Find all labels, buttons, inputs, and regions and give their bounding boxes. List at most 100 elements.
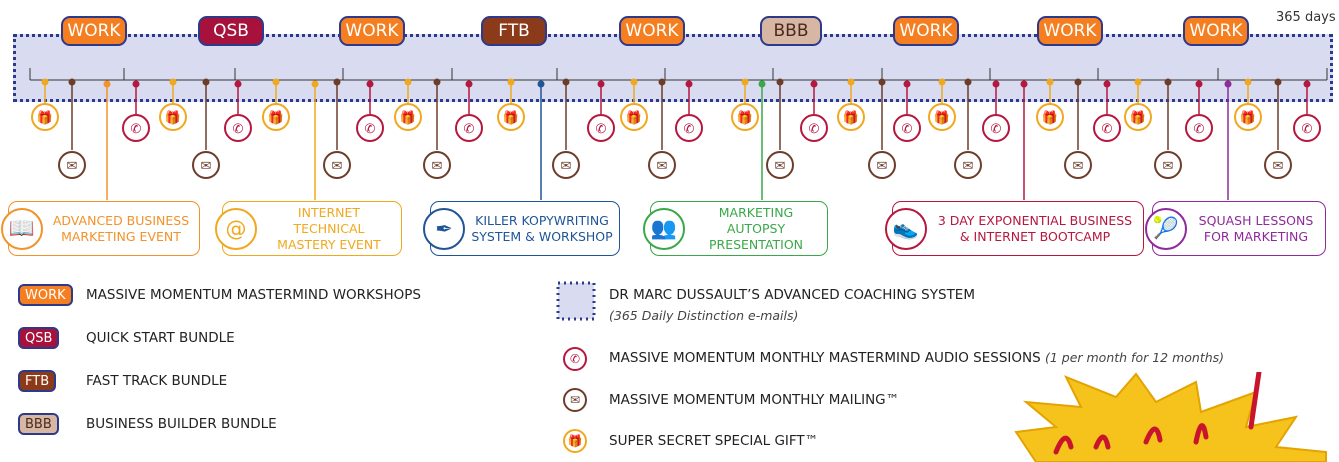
phone-dot	[234, 80, 242, 88]
badge-work: WORK	[1037, 16, 1103, 46]
gift-dot	[404, 78, 412, 86]
badge-work: WORK	[619, 16, 685, 46]
legend-label: QUICK START BUNDLE	[86, 330, 235, 346]
mail-icon-glyph: ✉	[561, 159, 572, 174]
mail-icon	[423, 151, 451, 179]
gift-icon: 🎁	[563, 429, 587, 453]
timeline-svg: 🎁🎁🎁🎁🎁🎁🎁🎁🎁🎁🎁🎁✉✉✉✉✉✉✉✉✉✉✉✉✆✆✆✆✆✆✆✆✆✆✆✆	[29, 68, 1328, 200]
gift-icon-glyph: 🎁	[503, 110, 519, 126]
phone-icon-glyph: ✆	[1194, 122, 1205, 137]
mail-icon-glyph: ✉	[332, 159, 343, 174]
mail-icon	[766, 151, 794, 179]
event-dot	[1224, 80, 1232, 88]
phone-icon	[1093, 114, 1121, 142]
phone-icon	[982, 114, 1010, 142]
mail-icon	[648, 151, 676, 179]
phone-icon	[1185, 114, 1213, 142]
coaching-legend-label: DR MARC DUSSAULT’S ADVANCED COACHING SYS…	[609, 287, 975, 303]
coaching-legend-note: (365 Daily Distinction e-mails)	[609, 308, 799, 323]
gift-dot	[507, 78, 515, 86]
phone-icon-glyph: ✆	[684, 122, 695, 137]
mail-dot	[1164, 78, 1172, 86]
badge-work: WORK	[339, 16, 405, 46]
book-icon: 📖	[1, 207, 43, 250]
mailing-legend-label: MASSIVE MOMENTUM MONTHLY MAILING™	[609, 392, 900, 408]
phone-icon	[800, 114, 828, 142]
gift-icon	[497, 103, 525, 131]
mail-icon	[1064, 151, 1092, 179]
racket-icon: 🎾	[1145, 207, 1187, 250]
event-label: 3 DAY EXPONENTIAL BUSINESS& INTERNET BOO…	[937, 212, 1133, 244]
event-dot	[1020, 80, 1028, 88]
gift-icon	[731, 103, 759, 131]
mail-icon	[868, 151, 896, 179]
phone-icon	[122, 114, 150, 142]
phone-icon-glyph: ✆	[233, 122, 244, 137]
gift-icon	[31, 103, 59, 131]
mail-icon	[323, 151, 351, 179]
gift-icon-glyph: 🎁	[268, 110, 284, 126]
badge-ftb: FTB	[481, 16, 547, 46]
phone-dot	[465, 80, 473, 88]
gift-icon-glyph: 🎁	[1240, 110, 1256, 126]
phone-icon-glyph: ✆	[365, 122, 376, 137]
gift-dot	[1244, 78, 1252, 86]
phone-icon	[893, 114, 921, 142]
event-box: 👟 3 DAY EXPONENTIAL BUSINESS& INTERNET BO…	[885, 201, 1144, 256]
gift-dot	[41, 78, 49, 86]
mail-icon-glyph: ✉	[775, 159, 786, 174]
legend-badge-bbb: BBB	[18, 413, 59, 435]
phone-dot	[366, 80, 374, 88]
phone-icon	[1293, 114, 1321, 142]
legend-badge-work: WORK	[18, 284, 73, 306]
gift-icon-glyph: 🎁	[737, 110, 753, 126]
badge-work: WORK	[61, 16, 127, 46]
gift-dot	[1134, 78, 1142, 86]
mail-dot	[333, 78, 341, 86]
mail-icon: ✉	[563, 388, 587, 412]
phone-icon	[224, 114, 252, 142]
phone-icon: ✆	[563, 347, 587, 371]
gift-icon	[928, 103, 956, 131]
gift-dot	[272, 78, 280, 86]
gift-icon-glyph: 🎁	[1130, 110, 1146, 126]
gift-icon	[1124, 103, 1152, 131]
phone-dot	[1103, 80, 1111, 88]
gift-dot	[847, 78, 855, 86]
phone-icon-glyph: ✆	[902, 122, 913, 137]
people-icon: 👥	[643, 207, 685, 250]
pen-icon: ✒	[423, 207, 465, 250]
gift-legend-label: SUPER SECRET SPECIAL GIFT™	[609, 433, 819, 449]
mail-dot	[68, 78, 76, 86]
event-dot	[537, 80, 545, 88]
legend-badge-qsb: QSB	[18, 327, 60, 349]
mail-dot	[433, 78, 441, 86]
starburst-graphic	[1014, 372, 1327, 462]
phone-icon	[455, 114, 483, 142]
shoe-icon: 👟	[885, 207, 927, 250]
gift-icon	[620, 103, 648, 131]
gift-icon-glyph: 🎁	[165, 110, 181, 126]
mail-icon-glyph: ✉	[432, 159, 443, 174]
phone-dot	[597, 80, 605, 88]
mail-dot	[776, 78, 784, 86]
mail-icon-glyph: ✉	[67, 159, 78, 174]
audio-legend-note: (1 per month for 12 months)	[1044, 350, 1225, 365]
phone-dot	[685, 80, 693, 88]
gift-icon	[159, 103, 187, 131]
mail-dot	[658, 78, 666, 86]
legend-badge-ftb: FTB	[18, 370, 57, 392]
mail-icon-glyph: ✉	[963, 159, 974, 174]
at-icon: @	[215, 207, 257, 250]
legend-label: MASSIVE MOMENTUM MASTERMIND WORKSHOPS	[86, 287, 421, 303]
event-dot	[311, 80, 319, 88]
